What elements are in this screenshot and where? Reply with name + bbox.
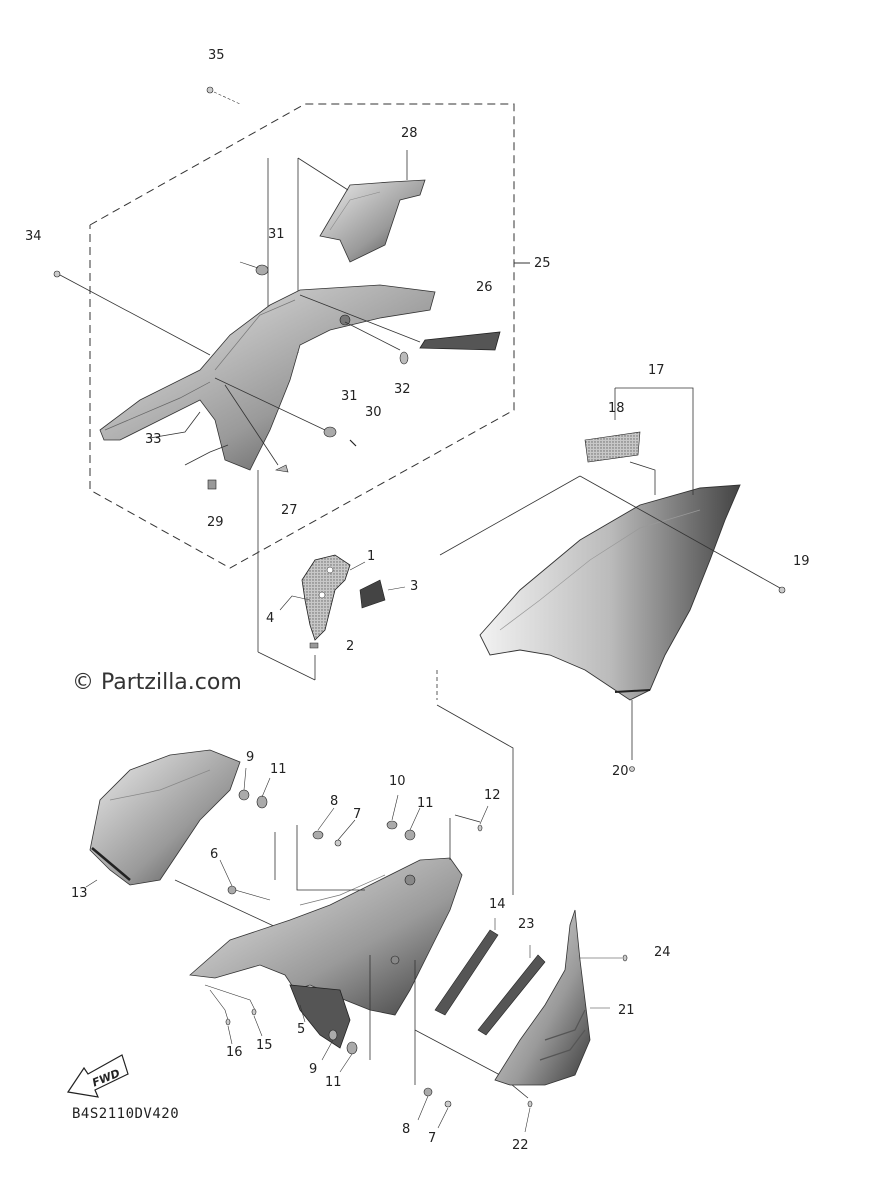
- fastener-32: [399, 351, 409, 365]
- fastener-11-upper: [256, 795, 268, 809]
- callout-1: 1: [367, 549, 376, 564]
- fastener-16: [225, 1018, 231, 1026]
- callout-15: 15: [256, 1038, 273, 1053]
- callout-10: 10: [389, 774, 406, 789]
- fastener-19: [778, 586, 786, 594]
- watermark: © Partzilla.com: [72, 670, 242, 695]
- fastener-15: [251, 1008, 257, 1016]
- fastener-11-mid: [404, 829, 416, 841]
- fastener-12: [477, 824, 483, 832]
- part-21-side-cover: [494, 909, 591, 1086]
- callout-9-lower: 9: [309, 1062, 318, 1077]
- callout-28: 28: [401, 126, 418, 141]
- fastener-34: [53, 270, 61, 278]
- callout-13: 13: [71, 886, 88, 901]
- fastener-35: [206, 86, 214, 94]
- part-17-cowl: [479, 484, 741, 701]
- callout-32: 32: [394, 382, 411, 397]
- fastener-8-lower: [423, 1087, 433, 1097]
- callout-12: 12: [484, 788, 501, 803]
- callout-9-upper: 9: [246, 750, 255, 765]
- callout-22: 22: [512, 1138, 529, 1153]
- part-13-duct: [89, 749, 241, 886]
- fwd-arrow-icon: FWD: [66, 1054, 129, 1098]
- callout-33: 33: [145, 432, 162, 447]
- fastener-31-lower: [323, 426, 337, 438]
- callout-35: 35: [208, 48, 225, 63]
- fastener-7-lower: [444, 1100, 452, 1108]
- callout-5: 5: [297, 1022, 306, 1037]
- callout-18: 18: [608, 401, 625, 416]
- callout-11-lower: 11: [325, 1075, 342, 1090]
- callout-14: 14: [489, 897, 506, 912]
- callout-30: 30: [365, 405, 382, 420]
- fastener-24: [622, 954, 628, 962]
- callout-7-lower: 7: [428, 1131, 437, 1146]
- fastener-9-lower: [328, 1029, 338, 1041]
- fastener-31-upper: [255, 264, 269, 276]
- part-1-bracket: [301, 554, 351, 641]
- fastener-22: [527, 1100, 533, 1108]
- callout-19: 19: [793, 554, 810, 569]
- callout-24: 24: [654, 945, 671, 960]
- fastener-20: [629, 766, 635, 772]
- fastener-6: [227, 885, 237, 895]
- callout-7-upper: 7: [353, 807, 362, 822]
- callout-16: 16: [226, 1045, 243, 1060]
- callout-3: 3: [410, 579, 419, 594]
- callout-4: 4: [266, 611, 275, 626]
- diagram-code: B4S2110DV420: [72, 1106, 180, 1122]
- inner-panel-assembly: [99, 284, 436, 471]
- part-26-strip: [419, 331, 501, 351]
- callout-8-lower: 8: [402, 1122, 411, 1137]
- callout-23: 23: [518, 917, 535, 932]
- callout-27: 27: [281, 503, 298, 518]
- callout-31-upper: 31: [268, 227, 285, 242]
- part-18-decal: [584, 431, 641, 463]
- fastener-29: [207, 479, 217, 490]
- part-28-cover: [319, 179, 426, 263]
- fastener-7-upper: [334, 839, 342, 847]
- assembly-boundary: [89, 103, 515, 569]
- part-2-clip: [309, 642, 319, 649]
- fastener-9-upper: [238, 789, 250, 801]
- part-3-pad: [359, 579, 386, 609]
- callout-11-mid: 11: [417, 796, 434, 811]
- fastener-11-lower: [346, 1041, 358, 1055]
- callout-25: 25: [534, 256, 551, 271]
- callout-11-upper: 11: [270, 762, 287, 777]
- callout-21: 21: [618, 1003, 635, 1018]
- part-23-strip: [477, 954, 546, 1036]
- callout-17: 17: [648, 363, 665, 378]
- callout-29: 29: [207, 515, 224, 530]
- part-14-strip: [434, 929, 499, 1016]
- callout-26: 26: [476, 280, 493, 295]
- callout-8-upper: 8: [330, 794, 339, 809]
- callout-20: 20: [612, 764, 629, 779]
- fastener-30: [349, 439, 357, 447]
- callout-6: 6: [210, 847, 219, 862]
- callout-2: 2: [346, 639, 355, 654]
- callout-31-lower: 31: [341, 389, 358, 404]
- fastener-10: [386, 820, 398, 830]
- fastener-8-upper: [312, 830, 324, 840]
- callout-34: 34: [25, 229, 42, 244]
- fastener-27: [275, 464, 289, 473]
